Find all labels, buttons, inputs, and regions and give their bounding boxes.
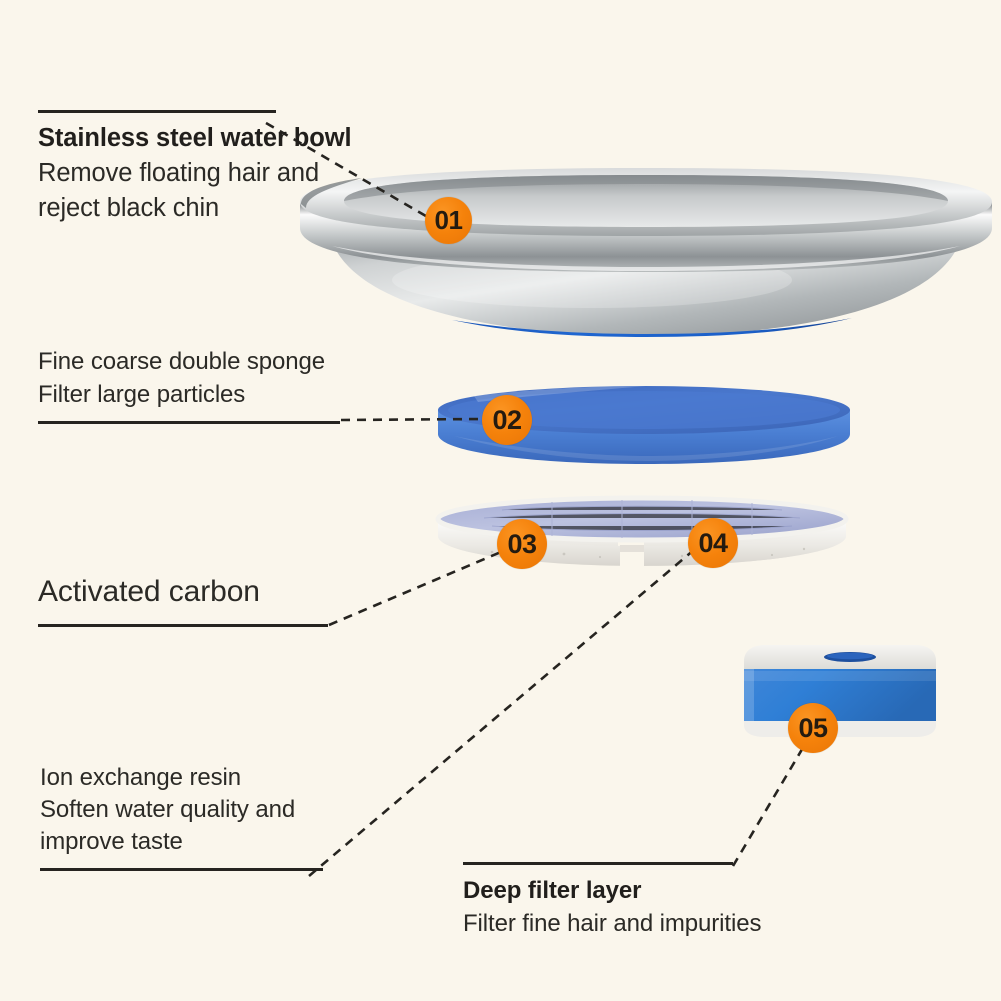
badge-05[interactable]: 05 — [788, 703, 838, 753]
callout-deep-filter-layer: Deep filter layer Filter fine hair and i… — [463, 862, 843, 940]
deep-filter-band-texture — [744, 671, 936, 681]
deep-filter-band — [744, 669, 936, 721]
leader-line-05 — [731, 745, 806, 867]
callout-heading: Stainless steel water bowl — [38, 124, 352, 152]
callout-ion-exchange-resin: Ion exchange resin Soften water quality … — [40, 762, 370, 871]
carbon-top-ribs — [483, 505, 801, 531]
badge-03[interactable]: 03 — [497, 519, 547, 569]
bowl-blue-base — [452, 318, 852, 337]
callout-heading: Activated carbon — [38, 575, 260, 608]
deep-filter-left-shade — [744, 669, 754, 721]
callout-line: Soften water quality and — [40, 796, 296, 823]
callout-line: reject black chin — [38, 194, 220, 222]
badge-04[interactable]: 04 — [688, 518, 738, 568]
callout-line: improve taste — [40, 828, 183, 855]
callout-stainless-steel-bowl: Stainless steel water bowl Remove floati… — [38, 110, 390, 226]
carbon-top-rim — [435, 495, 849, 543]
deep-filter-hole-inner — [827, 652, 873, 660]
callout-heading: Deep filter layer — [463, 877, 642, 904]
bowl-inner-shadow — [344, 175, 948, 201]
callout-heading: Fine coarse double sponge — [38, 348, 326, 375]
carbon-notch-shade — [620, 545, 644, 552]
callout-rule — [40, 868, 323, 871]
stainless-steel-bowl-image — [292, 168, 1000, 340]
badge-01[interactable]: 01 — [425, 197, 472, 244]
callout-heading: Ion exchange resin — [40, 764, 242, 791]
bowl-rim-highlight — [332, 246, 960, 271]
bowl-inner-well — [344, 175, 948, 227]
callout-rule — [38, 624, 328, 627]
callout-line: Filter large particles — [38, 381, 246, 408]
sponge-top-inner — [448, 391, 840, 429]
callout-activated-carbon: Activated carbon — [38, 572, 368, 627]
callout-line: Remove floating hair and — [38, 159, 320, 187]
callout-line: Filter fine hair and impurities — [463, 910, 762, 937]
deep-filter-bottom — [744, 721, 936, 737]
callout-rule — [463, 862, 733, 865]
badge-02[interactable]: 02 — [482, 395, 532, 445]
deep-filter-block-image — [740, 641, 940, 741]
callout-rule — [38, 110, 276, 113]
sponge-texture — [454, 436, 838, 461]
double-sponge-disc-image — [434, 384, 854, 468]
carbon-top-radial-lines — [551, 500, 753, 538]
callout-rule — [38, 421, 340, 424]
callout-double-sponge: Fine coarse double sponge Filter large p… — [38, 345, 378, 424]
activated-carbon-resin-disc-image — [432, 495, 852, 578]
